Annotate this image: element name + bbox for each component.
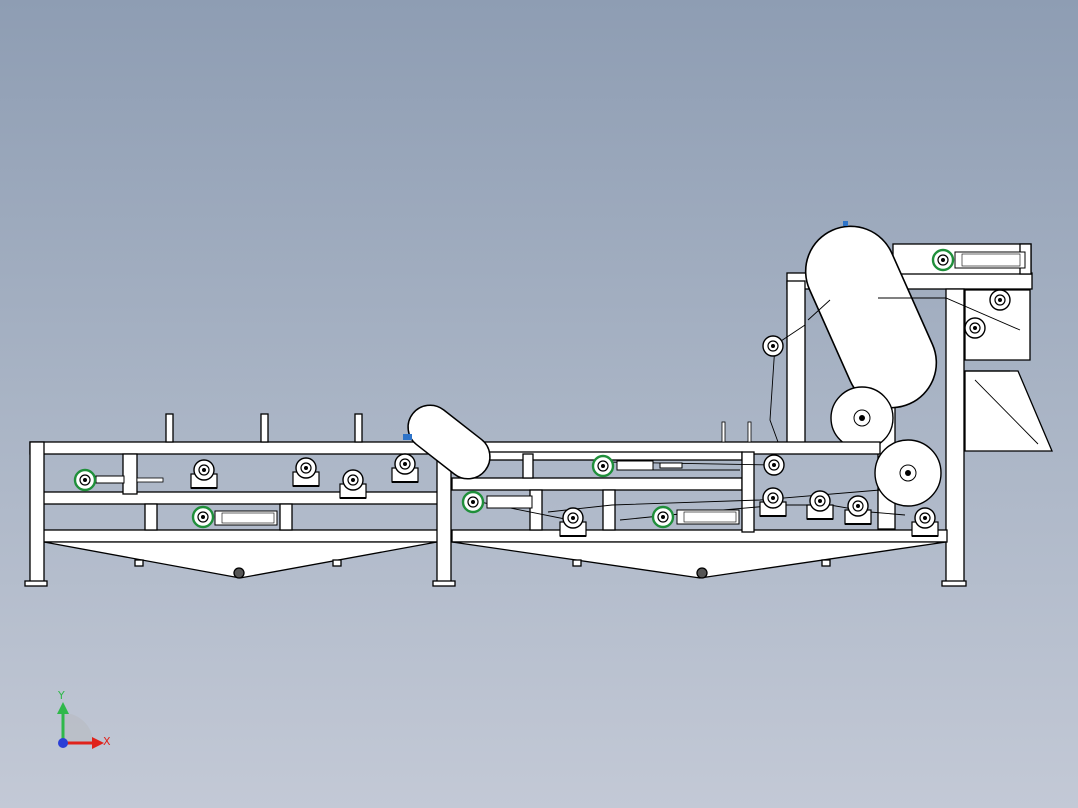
main-frame [24,413,967,587]
coordinate-triad: Y X [57,689,111,749]
small-tilted-roller [403,404,491,480]
y-axis-arrow-icon [57,702,69,714]
large-tilted-roller [804,221,938,409]
pneumatic-cylinders [95,251,1026,526]
x-axis-label: X [103,735,111,748]
collection-hoppers [43,541,947,579]
x-axis-arrow-icon [92,737,104,749]
origin-z-icon [58,738,68,748]
y-axis-label: Y [57,689,65,702]
